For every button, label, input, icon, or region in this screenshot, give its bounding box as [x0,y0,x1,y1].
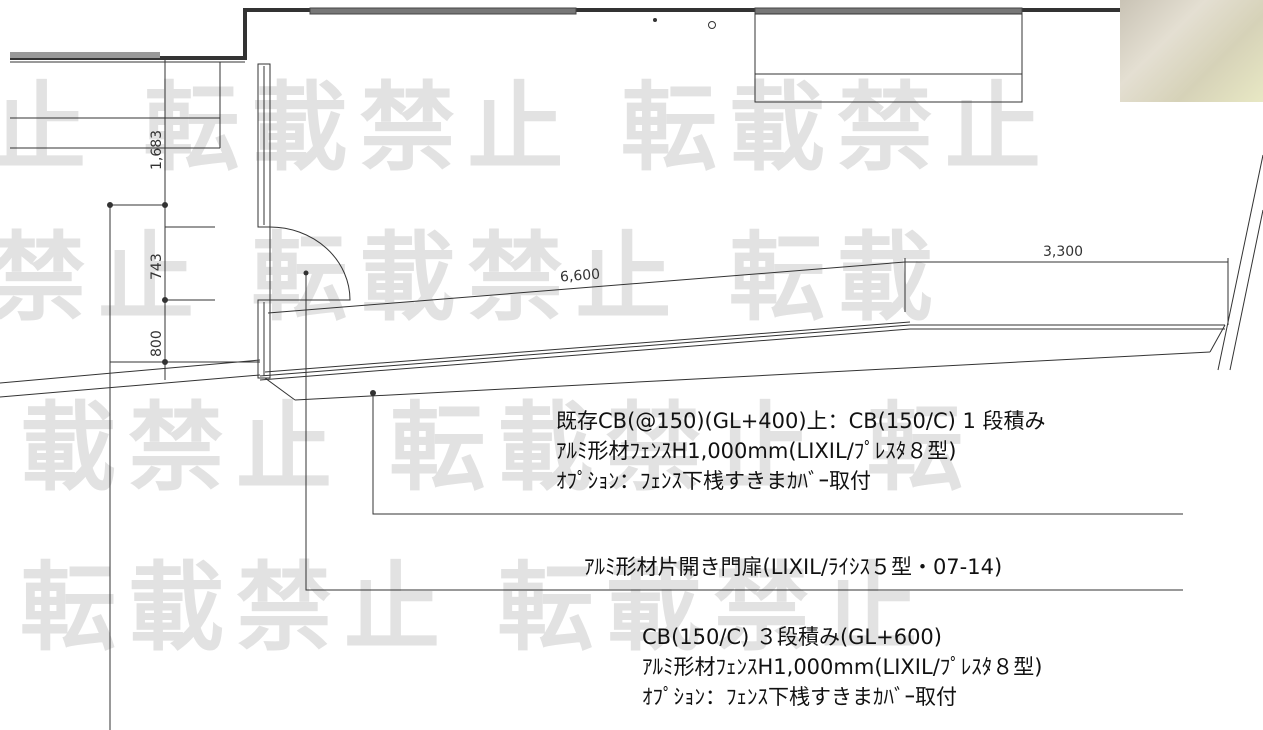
dimension-743: 743 [149,253,165,280]
fence-lines [0,154,1263,401]
dimension-800: 800 [149,330,165,357]
dimension-6600: 6,600 [559,266,601,286]
vertical-dimension-line [107,60,260,730]
dimension-6600 [267,258,1229,325]
fixture-dot-1 [653,18,657,22]
watermark-row-3: 載禁止 転載禁止 転 [20,392,975,504]
fence-upper-line-1: 既存CB(@150)(GL+400)上：CB(150/C) 1 段積み [556,409,1046,433]
gate-wall [257,63,351,379]
fence-upper-line-2: ｱﾙﾐ形材ﾌｪﾝｽH1,000mm(LIXIL/ﾌﾟﾚｽﾀ８型) [556,439,957,463]
building-outline [10,7,1120,63]
fixture-dot-2 [708,21,716,29]
fence-lower-line-3: ｵﾌﾟｼｮﾝ：ﾌｪﾝｽ下桟すきまｶﾊﾞｰ取付 [642,685,957,709]
watermark-row-1: 止 転載禁止 転載禁止 [0,72,1053,184]
left-room [10,62,221,149]
dimension-1683: 1,683 [149,129,165,170]
dimension-3300: 3,300 [1043,244,1084,260]
fence-lower-line-1: CB(150/C) ３段積み(GL+600) [642,625,942,649]
leader-lines [305,273,1183,591]
fence-upper-note: 既存CB(@150)(GL+400)上：CB(150/C) 1 段積み ｱﾙﾐ形… [556,406,1046,496]
fence-lower-note: CB(150/C) ３段積み(GL+600) ｱﾙﾐ形材ﾌｪﾝｽH1,000mm… [642,622,1042,712]
watermark-row-2: 禁止 転載禁止 転載 [0,222,945,334]
storage-box [754,13,1023,103]
fence-upper-line-3: ｵﾌﾟｼｮﾝ：ﾌｪﾝｽ下桟すきまｶﾊﾞｰ取付 [556,469,871,493]
fence-lower-line-2: ｱﾙﾐ形材ﾌｪﾝｽH1,000mm(LIXIL/ﾌﾟﾚｽﾀ８型) [642,655,1043,679]
watermark-row-4: 転載禁止 転載禁止 [20,552,930,664]
gate-note: ｱﾙﾐ形材片開き門扉(LIXIL/ﾗｲｼｽ５型・07-14) [584,555,1003,579]
site-photo-thumbnail [1120,0,1263,102]
